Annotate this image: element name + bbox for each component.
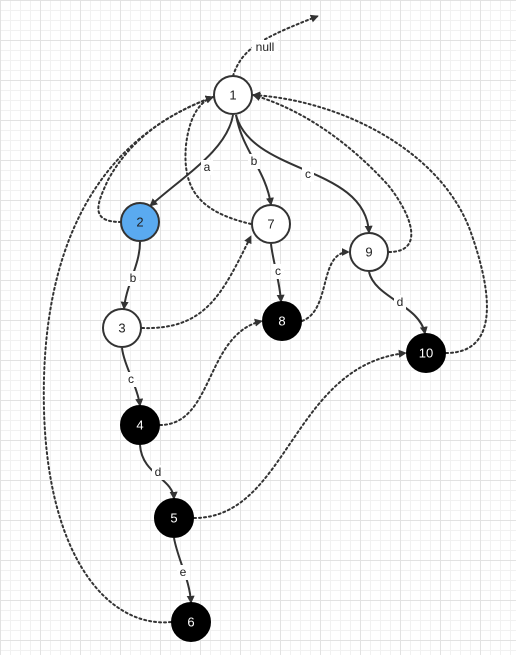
node-label-6: 6 <box>187 614 194 629</box>
trie-edges-layer: a b c b c d e c d <box>120 114 428 604</box>
edge-label-1-to-7: b <box>251 154 258 168</box>
node-10: 10 <box>406 333 446 373</box>
node-1: 1 <box>213 75 253 115</box>
node-circle-7 <box>251 204 291 244</box>
node-circle-6 <box>171 602 211 642</box>
node-label-5: 5 <box>170 510 177 525</box>
fail-link-6-to-1 <box>42 95 214 624</box>
node-8: 8 <box>262 301 302 341</box>
node-3: 3 <box>102 308 142 348</box>
node-5: 5 <box>154 498 194 538</box>
node-circle-9 <box>349 232 389 272</box>
node-label-2: 2 <box>136 214 143 229</box>
edge-label-1-to-9: c <box>305 167 311 181</box>
fail-link-2-to-1 <box>97 95 214 223</box>
node-label-4: 4 <box>136 417 143 432</box>
node-label-7: 7 <box>267 216 274 231</box>
edge-label-background <box>302 167 314 182</box>
edge-label-background <box>127 271 139 286</box>
null-label: null <box>256 40 275 54</box>
node-label-1: 1 <box>229 87 236 102</box>
fail-link-9-to-1 <box>252 93 413 253</box>
fail-link-7-to-1 <box>184 95 252 225</box>
edge-label-background <box>177 565 189 580</box>
failure-links-layer: null <box>42 14 488 624</box>
node-6: 6 <box>171 602 211 642</box>
edge-label-2-to-3: b <box>130 271 137 285</box>
edge-1-to-2 <box>149 114 234 207</box>
edge-label-background <box>394 295 406 310</box>
null-label-background <box>252 40 278 55</box>
node-circle-8 <box>262 301 302 341</box>
node-7: 7 <box>251 204 291 244</box>
node-label-8: 8 <box>278 313 285 328</box>
edge-label-1-to-2: a <box>204 160 211 174</box>
fail-link-4-to-8 <box>159 318 263 426</box>
edge-label-9-to-10: d <box>397 295 404 309</box>
node-circle-10 <box>406 333 446 373</box>
edge-label-3-to-4: c <box>128 372 134 386</box>
node-circle-3 <box>102 308 142 348</box>
node-circle-2 <box>120 202 160 242</box>
fail-link-8-to-9 <box>301 248 350 322</box>
node-label-9: 9 <box>365 244 372 259</box>
fail-link-10-to-1 <box>252 91 488 354</box>
node-4: 4 <box>120 405 160 445</box>
edge-label-background <box>152 465 164 480</box>
node-circle-5 <box>154 498 194 538</box>
edge-label-4-to-5: d <box>155 465 162 479</box>
fail-link-5-to-10 <box>193 349 407 519</box>
node-2: 2 <box>120 202 160 242</box>
edge-label-background <box>125 372 137 387</box>
edge-label-background <box>272 264 284 279</box>
edge-label-background <box>201 160 213 175</box>
node-label-3: 3 <box>118 320 125 335</box>
fail-link-3-to-7 <box>141 235 252 330</box>
node-circle-4 <box>120 405 160 445</box>
node-label-10: 10 <box>419 345 433 360</box>
edge-label-7-to-8: c <box>275 264 281 278</box>
node-circle-1 <box>213 75 253 115</box>
trie-nodes-layer: 1 2 3 4 5 6 7 8 9 10 <box>102 75 446 642</box>
edge-label-background <box>248 154 260 169</box>
edge-label-5-to-6: e <box>180 565 187 579</box>
node-9: 9 <box>349 232 389 272</box>
